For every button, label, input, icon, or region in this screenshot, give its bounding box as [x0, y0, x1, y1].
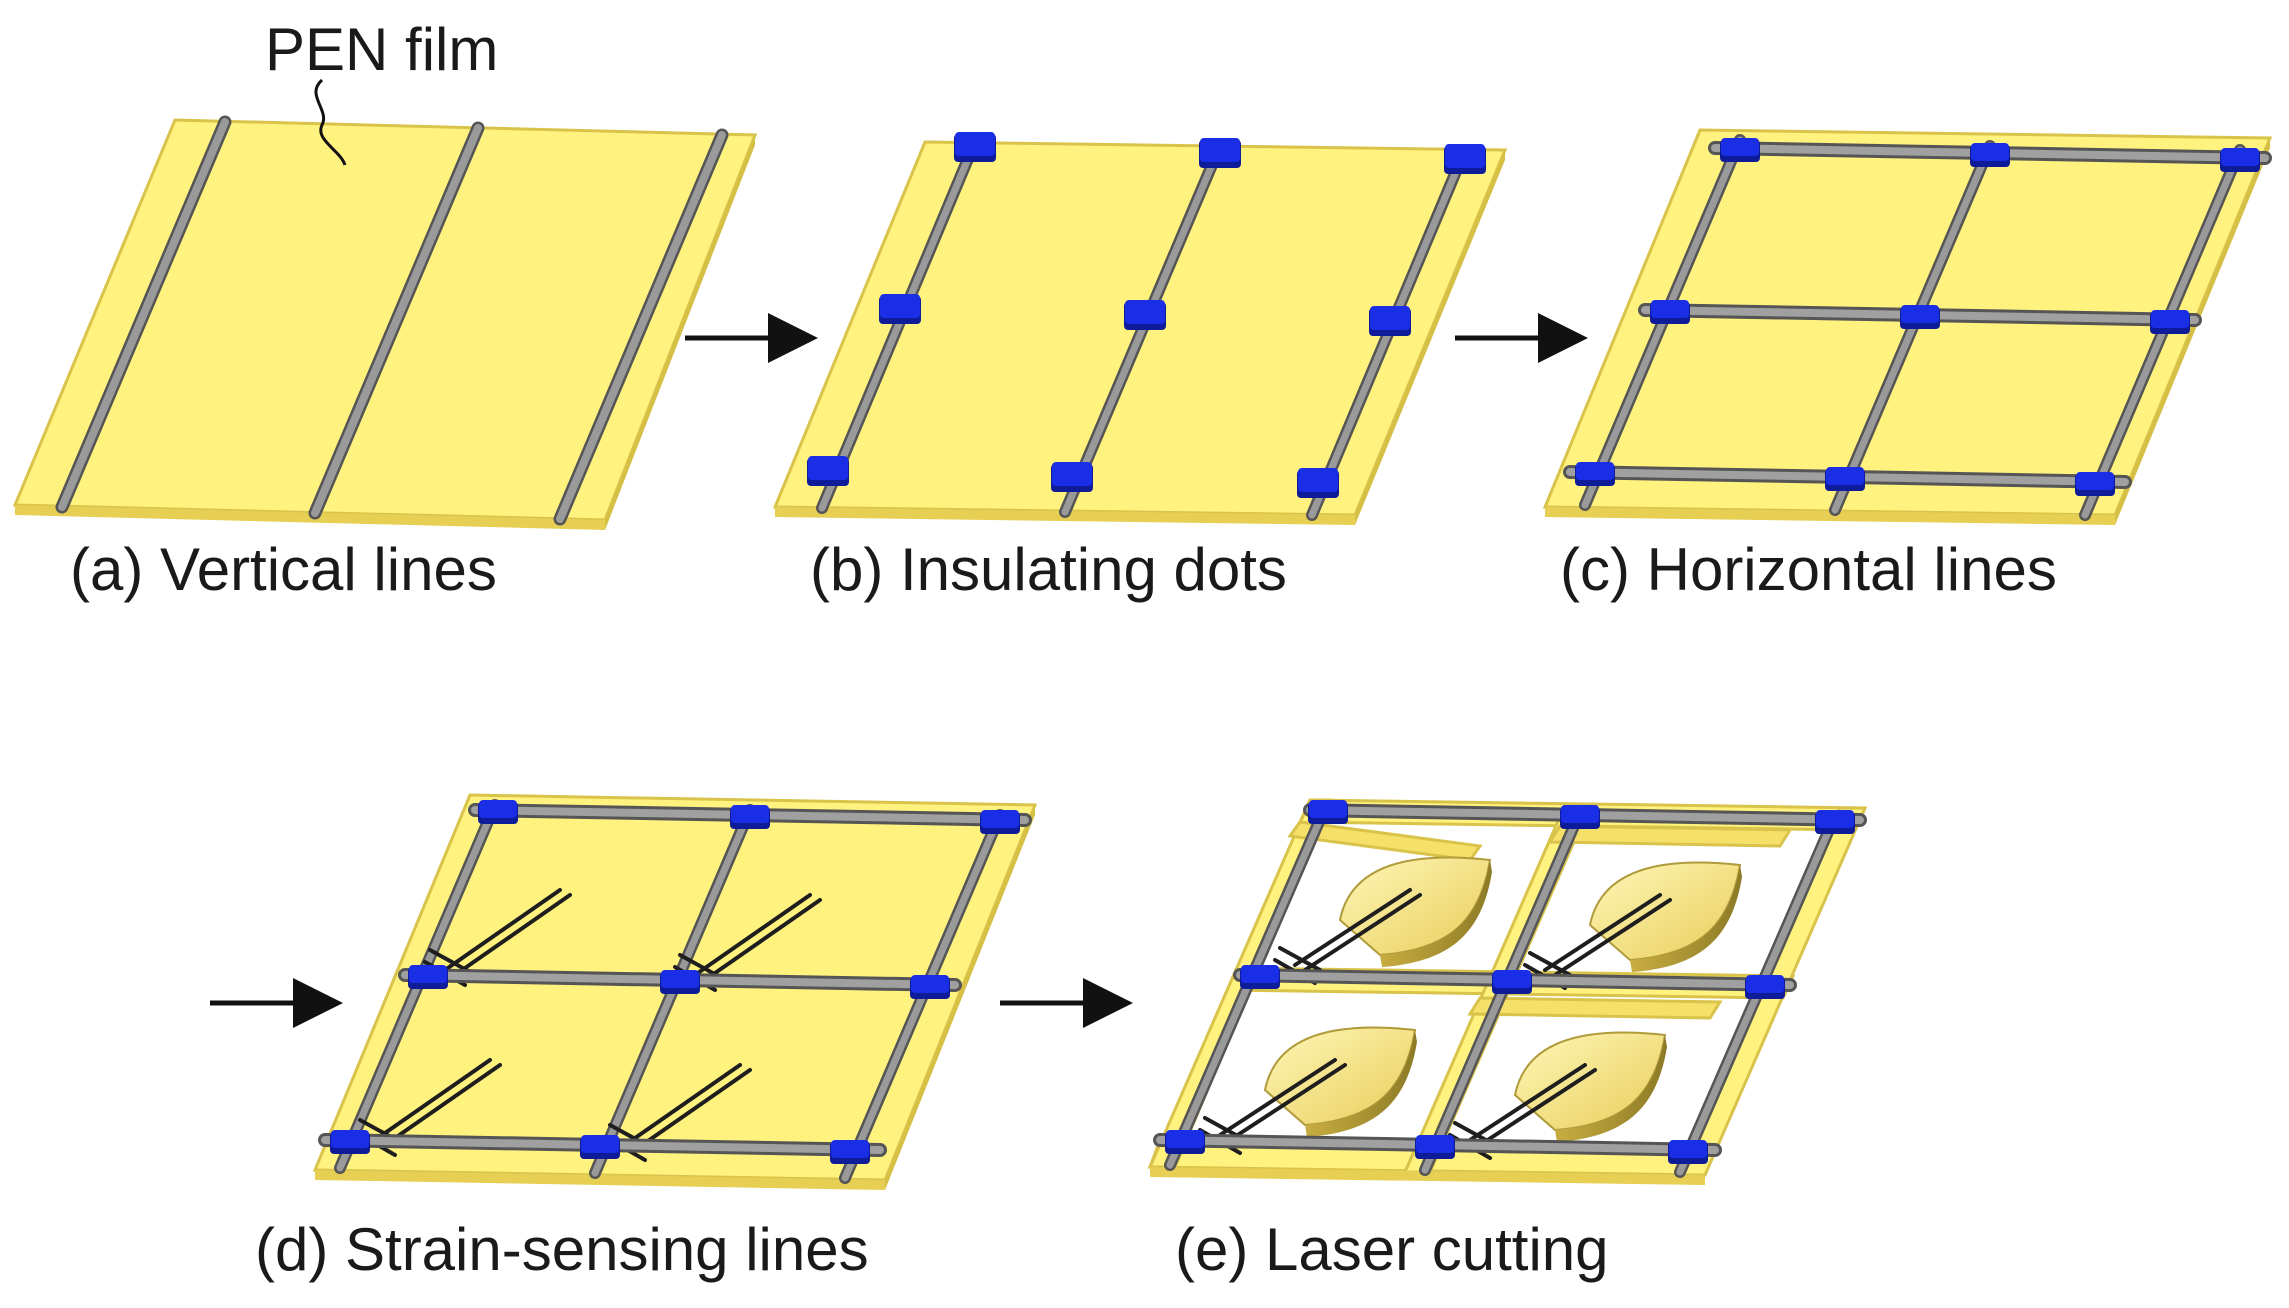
insulating-dot [2075, 472, 2115, 496]
insulating-dot [1745, 975, 1785, 999]
caption-c: (c) Horizontal lines [1560, 536, 2057, 603]
insulating-dot [1575, 462, 1615, 486]
insulating-dot [830, 1140, 870, 1164]
insulating-dot [954, 132, 996, 162]
leaf-cantilever [1263, 1026, 1417, 1137]
insulating-dot [1444, 144, 1486, 174]
insulating-dot [730, 805, 770, 829]
insulating-dot [1308, 800, 1348, 824]
insulating-dot [1560, 805, 1600, 829]
insulating-dot [330, 1130, 370, 1154]
insulating-dot [1815, 810, 1855, 834]
insulating-dot [1297, 468, 1339, 498]
insulating-dot [1970, 143, 2010, 167]
insulating-dot [2150, 310, 2190, 334]
insulating-dot [2220, 148, 2260, 172]
insulating-dot [1240, 965, 1280, 989]
insulating-dot [1720, 138, 1760, 162]
frame-shadow-e [1150, 1167, 1705, 1185]
insulating-dot [660, 970, 700, 994]
leaf-cantilever [1588, 861, 1742, 972]
insulating-dot [1165, 1130, 1205, 1154]
insulating-dot [910, 975, 950, 999]
insulating-dot [1369, 306, 1411, 336]
insulating-dot [807, 456, 849, 486]
insulating-dot [1825, 467, 1865, 491]
insulating-dots-c [1575, 138, 2260, 496]
panel-a: PEN film (a) Vertical lines [12, 16, 758, 603]
leaf-cantilever [1513, 1031, 1667, 1142]
insulating-dot [1124, 300, 1166, 330]
insulating-dot [1051, 462, 1093, 492]
caption-b: (b) Insulating dots [810, 536, 1287, 603]
insulating-dot [1900, 305, 1940, 329]
panel-b: (b) Insulating dots [772, 132, 1508, 603]
insulating-dot [580, 1135, 620, 1159]
panel-d: (d) Strain-sensing lines [255, 793, 1038, 1283]
caption-e: (e) Laser cutting [1175, 1216, 1609, 1283]
vertical-lines-a [55, 115, 729, 526]
callout-leader [314, 78, 347, 166]
insulating-dot [1415, 1135, 1455, 1159]
insulating-dot [1199, 138, 1241, 168]
pen-film-a [12, 118, 758, 530]
insulating-dot [980, 810, 1020, 834]
insulating-dots-e [1165, 800, 1855, 1164]
leaf-cantilevers-e [1263, 856, 1742, 1142]
caption-a: (a) Vertical lines [70, 536, 497, 603]
leaf-cantilever [1338, 856, 1492, 967]
insulating-dot [1492, 970, 1532, 994]
insulating-dot [879, 294, 921, 324]
insulating-dot [478, 800, 518, 824]
insulating-dot [1650, 300, 1690, 324]
panel-c: (c) Horizontal lines [1542, 128, 2273, 603]
insulating-dot [1668, 1140, 1708, 1164]
caption-d: (d) Strain-sensing lines [255, 1216, 869, 1283]
insulating-dots-d [330, 800, 1020, 1164]
panel-e: (e) Laser cutting [1147, 798, 1868, 1283]
callout-label: PEN film [265, 16, 498, 83]
insulating-dots-b [807, 132, 1486, 498]
insulating-dot [408, 965, 448, 989]
